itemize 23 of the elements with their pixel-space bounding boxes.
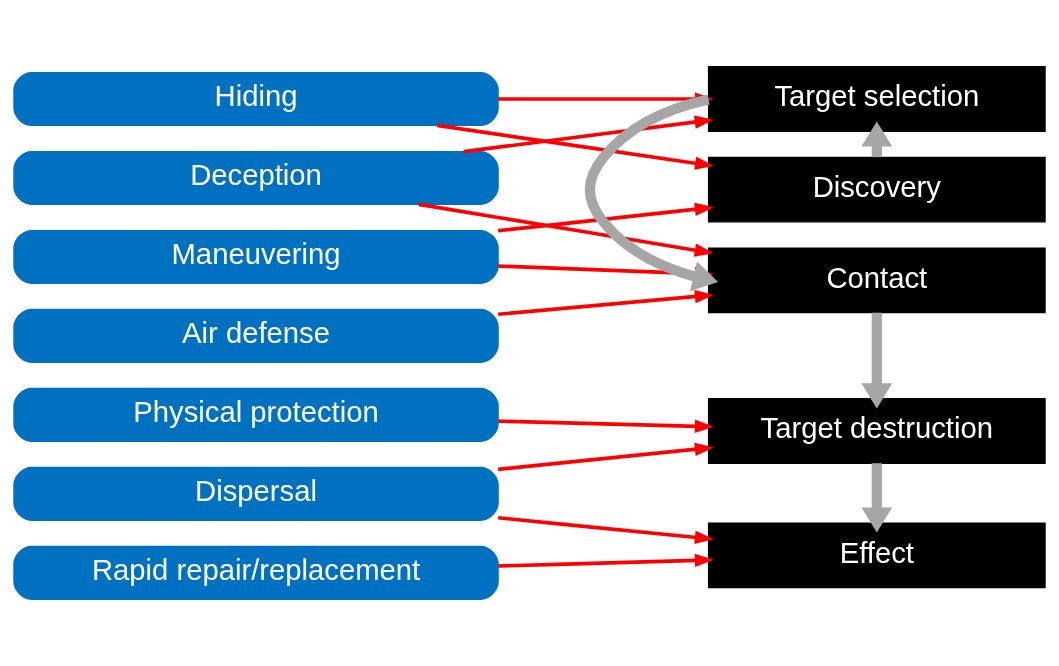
node-box: Physical protection — [13, 387, 499, 442]
arrow — [463, 115, 714, 154]
node-box: Deception — [13, 150, 499, 206]
node-box: Hiding — [13, 71, 499, 127]
arrow — [498, 419, 714, 433]
node-box: Air defense — [13, 308, 499, 363]
arrow — [498, 289, 714, 317]
arrow — [497, 515, 714, 544]
node-box: Discovery — [707, 156, 1046, 223]
node-box: Effect — [707, 522, 1046, 589]
node-box: Dispersal — [13, 466, 499, 521]
arrow — [497, 202, 714, 233]
arrow — [498, 553, 714, 568]
node-box: Contact — [707, 247, 1046, 314]
node-box: Target destruction — [707, 398, 1046, 464]
arrow — [861, 312, 893, 409]
node-box: Maneuvering — [13, 229, 499, 284]
node-box: Target selection — [707, 66, 1046, 132]
arrow — [436, 123, 715, 170]
arrow — [497, 442, 714, 472]
arrow — [418, 202, 714, 257]
arrow — [861, 463, 893, 533]
node-box: Rapid repair/replacement — [13, 545, 499, 600]
